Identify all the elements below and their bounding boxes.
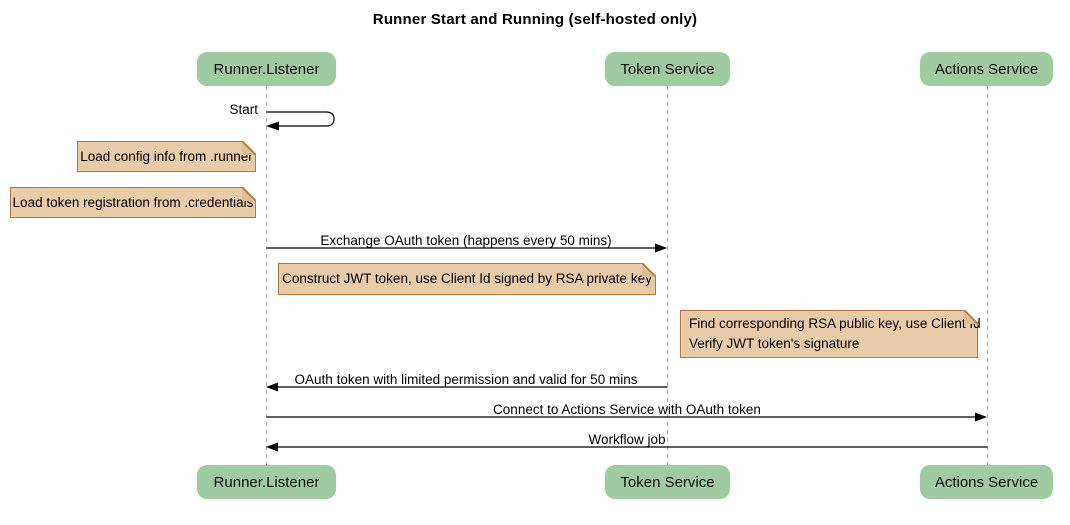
- note-text-line-1: Find corresponding RSA public key, use C…: [689, 316, 981, 332]
- note-fold-icon: [642, 263, 656, 277]
- participant-runner-listener-bottom: Runner.Listener: [197, 465, 336, 499]
- note-fold-icon: [242, 187, 256, 201]
- diagram-title: Runner Start and Running (self-hosted on…: [372, 11, 698, 28]
- note-text-line-2: Verify JWT token's signature: [689, 336, 860, 351]
- self-message-start-arrow: [266, 111, 335, 131]
- message-label-workflow-job: Workflow job: [588, 432, 666, 447]
- note-fold-icon: [242, 141, 256, 155]
- participant-label: Runner.Listener: [213, 60, 320, 78]
- participant-label: Token Service: [620, 60, 715, 78]
- note-text: Load token registration from .credential…: [12, 194, 254, 210]
- note-verify-jwt-token: Find corresponding RSA public key, use C…: [680, 310, 981, 358]
- participant-token-service-top: Token Service: [605, 52, 730, 86]
- note-construct-jwt-token: Construct JWT token, use Client Id signe…: [278, 263, 656, 295]
- note-text: Load config info from .runner: [80, 148, 253, 164]
- participant-label: Actions Service: [934, 473, 1039, 491]
- message-arrow-connect-actions-service: [266, 412, 987, 422]
- participant-actions-service-bottom: Actions Service: [920, 465, 1053, 499]
- message-label-start: Start: [229, 102, 258, 117]
- message-label-oauth-token-return: OAuth token with limited permission and …: [294, 372, 638, 387]
- participant-label: Token Service: [620, 473, 715, 491]
- message-arrow-exchange-oauth-token: [266, 243, 667, 253]
- participant-label: Runner.Listener: [213, 473, 320, 491]
- participant-token-service-bottom: Token Service: [605, 465, 730, 499]
- message-label-connect-actions-service: Connect to Actions Service with OAuth to…: [493, 402, 761, 417]
- note-fold-icon: [964, 310, 978, 324]
- note-load-token-registration: Load token registration from .credential…: [10, 187, 256, 218]
- participant-runner-listener-top: Runner.Listener: [197, 52, 336, 86]
- message-arrow-oauth-token-return: [266, 382, 668, 392]
- message-label-exchange-oauth-token: Exchange OAuth token (happens every 50 m…: [320, 233, 612, 248]
- participant-label: Actions Service: [934, 60, 1039, 78]
- participant-actions-service-top: Actions Service: [920, 52, 1053, 86]
- note-text: Construct JWT token, use Client Id signe…: [282, 271, 652, 287]
- note-load-config: Load config info from .runner: [77, 141, 256, 172]
- message-arrow-workflow-job: [266, 442, 988, 452]
